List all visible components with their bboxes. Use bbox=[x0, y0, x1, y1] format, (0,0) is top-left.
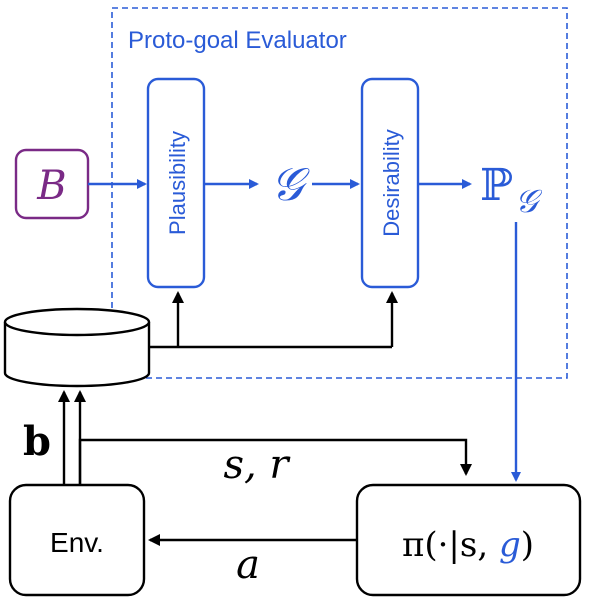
bits-label: b bbox=[23, 418, 51, 465]
environment-box bbox=[8, 483, 146, 597]
environment-label: Env. bbox=[50, 527, 104, 558]
state-reward-label: s, r bbox=[223, 442, 291, 488]
policy-label: π(·|s, g) bbox=[402, 525, 534, 565]
evaluator-title: Proto-goal Evaluator bbox=[128, 27, 347, 54]
policy-label-suffix: ) bbox=[521, 525, 534, 565]
line-env-to-policy bbox=[78, 438, 472, 484]
goal-distribution-subscript: 𝒢 bbox=[515, 182, 543, 220]
desirability-label: Desirability bbox=[379, 129, 404, 237]
evaluator-region bbox=[111, 7, 568, 379]
plausibility-label: Plausibility bbox=[165, 131, 190, 235]
goal-set-symbol: 𝒢 bbox=[271, 157, 311, 211]
database-icon bbox=[3, 307, 151, 388]
policy-goal-symbol: g bbox=[499, 525, 521, 565]
action-label: a bbox=[236, 542, 260, 588]
goal-distribution-symbol: ℙ bbox=[480, 160, 513, 211]
policy-label-prefix: π(·|s, bbox=[402, 525, 499, 565]
belief-input-label: B bbox=[36, 163, 66, 209]
